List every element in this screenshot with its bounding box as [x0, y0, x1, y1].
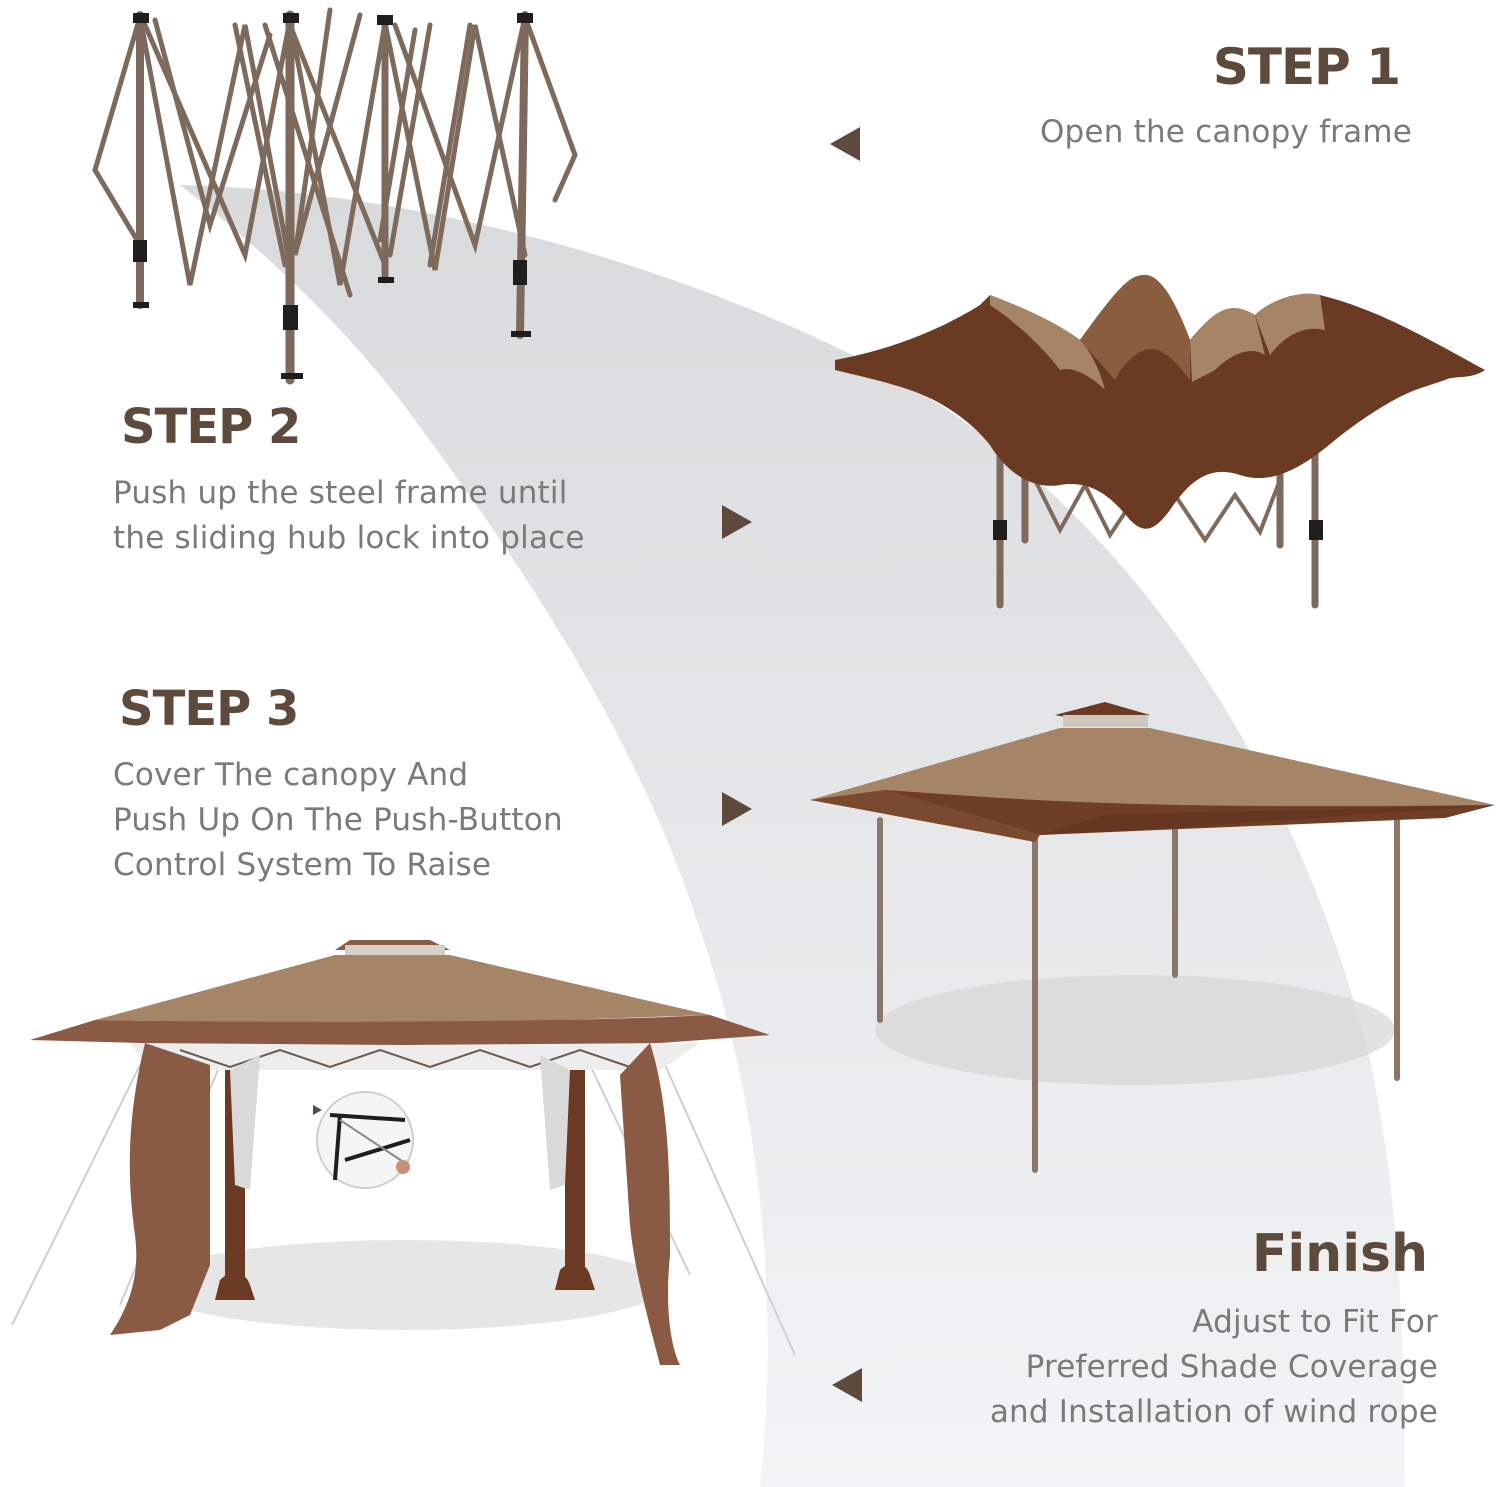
gazebo-with-curtains-illustration [11, 940, 796, 1365]
finish-block: Finish Adjust to Fit For Preferred Shade… [990, 1228, 1438, 1435]
step-1-block: STEP 1 Open the canopy frame [1040, 42, 1412, 155]
step-2-right-arrow-icon [722, 505, 752, 539]
step-2-title: STEP 2 [121, 399, 301, 455]
step-3-description: Cover The canopy And Push Up On The Push… [113, 757, 563, 883]
step-2-description: Push up the steel frame until the slidin… [113, 475, 585, 556]
inset-pointer-icon [313, 1105, 322, 1115]
folded-frame-illustration [92, 7, 578, 385]
push-button-closeup-inset [316, 1091, 414, 1189]
step-3-title: STEP 3 [119, 681, 299, 737]
half-raised-canopy-illustration [835, 275, 1485, 609]
finish-description: Adjust to Fit For Preferred Shade Covera… [989, 1304, 1438, 1430]
step-1-description: Open the canopy frame [1039, 114, 1412, 150]
step-2-block: STEP 2 Push up the steel frame until the… [113, 403, 585, 561]
step-3-block: STEP 3 Cover The canopy And Push Up On T… [113, 685, 563, 888]
finish-left-arrow-icon [832, 1368, 862, 1402]
raised-gazebo-illustration [810, 702, 1495, 1173]
finish-title: Finish [1251, 1224, 1428, 1284]
step-1-left-arrow-icon [830, 127, 860, 161]
step-1-title: STEP 1 [1212, 38, 1401, 96]
step-3-right-arrow-icon [722, 792, 752, 826]
